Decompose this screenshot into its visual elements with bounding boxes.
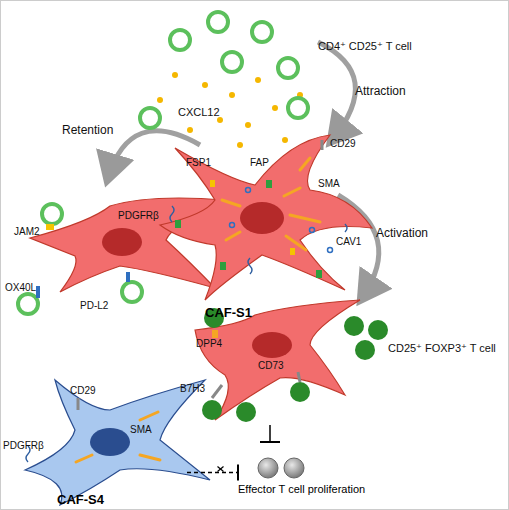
nucleus — [102, 228, 142, 256]
inhibition-line — [269, 425, 271, 442]
inhibition-connector — [187, 465, 238, 481]
fap-markers — [175, 180, 322, 278]
process-label: Retention — [62, 123, 113, 137]
cav1-vesicles — [230, 188, 333, 253]
jam2-marker — [46, 224, 54, 230]
chemokine-dots — [157, 72, 303, 148]
fibroblast-cell — [195, 300, 360, 420]
marker-label: CD29 — [330, 138, 356, 149]
effector-t-cell — [284, 458, 304, 478]
fibroblast-cell — [30, 198, 225, 292]
marker-label: SMA — [318, 178, 340, 189]
marker-label: JAM2 — [14, 226, 40, 237]
marker-label: CAV1 — [336, 236, 361, 247]
effector-t-cell — [258, 458, 278, 478]
sma-fibers — [76, 412, 160, 462]
sma-fibers — [222, 158, 320, 250]
fsp1-markers — [210, 180, 295, 255]
cross-mark — [218, 467, 224, 472]
marker-label: CD73 — [258, 360, 284, 371]
marker-label: FSP1 — [186, 157, 211, 168]
dpp4-marker — [212, 330, 218, 338]
naive-t-cells — [140, 12, 308, 128]
marker-label: CD4⁺ CD25⁺ T cell — [318, 40, 412, 53]
marker-label: PD-L2 — [80, 300, 108, 311]
marker-label: CXCL12 — [178, 106, 220, 118]
process-label: Attraction — [355, 84, 406, 98]
inhibition-bar — [237, 465, 239, 481]
b7h3-marker — [212, 385, 222, 398]
dashed-line — [187, 472, 238, 473]
inhibition-bar — [260, 441, 280, 443]
marker-label: B7H3 — [180, 383, 205, 394]
cd29-marker — [321, 140, 324, 150]
cell-group: Effector T cell proliferation — [238, 445, 438, 500]
fibroblast-cell — [160, 135, 372, 300]
cell-name: CAF-S1 — [205, 305, 252, 320]
pdgfrb-receptors — [170, 206, 347, 274]
nucleus — [240, 202, 284, 234]
marker-label: FAP — [250, 157, 269, 168]
marker-label: CD29 — [70, 385, 96, 396]
cell-name: CAF-S4 — [57, 492, 104, 507]
cross-mark — [218, 467, 224, 472]
marker-label: OX40L — [5, 282, 36, 293]
marker-label: SMA — [130, 424, 152, 435]
activated-t-cells — [202, 308, 388, 422]
marker-label: PDGFRβ — [3, 440, 44, 451]
outcome-label: Effector T cell proliferation — [238, 483, 365, 495]
pdl2-marker — [126, 272, 130, 282]
marker-label: CD25⁺ FOXP3⁺ T cell — [388, 342, 496, 355]
process-label: Activation — [376, 226, 428, 240]
nucleus — [90, 428, 130, 456]
cd73-marker — [298, 372, 300, 382]
ox40l-marker — [36, 286, 40, 298]
attraction-arrow — [318, 42, 355, 140]
nucleus — [252, 332, 292, 358]
cd29-marker — [77, 398, 80, 410]
marker-label: PDGFRβ — [118, 210, 159, 221]
fibroblast-cell — [25, 380, 210, 505]
marker-label: DPP4 — [196, 338, 222, 349]
